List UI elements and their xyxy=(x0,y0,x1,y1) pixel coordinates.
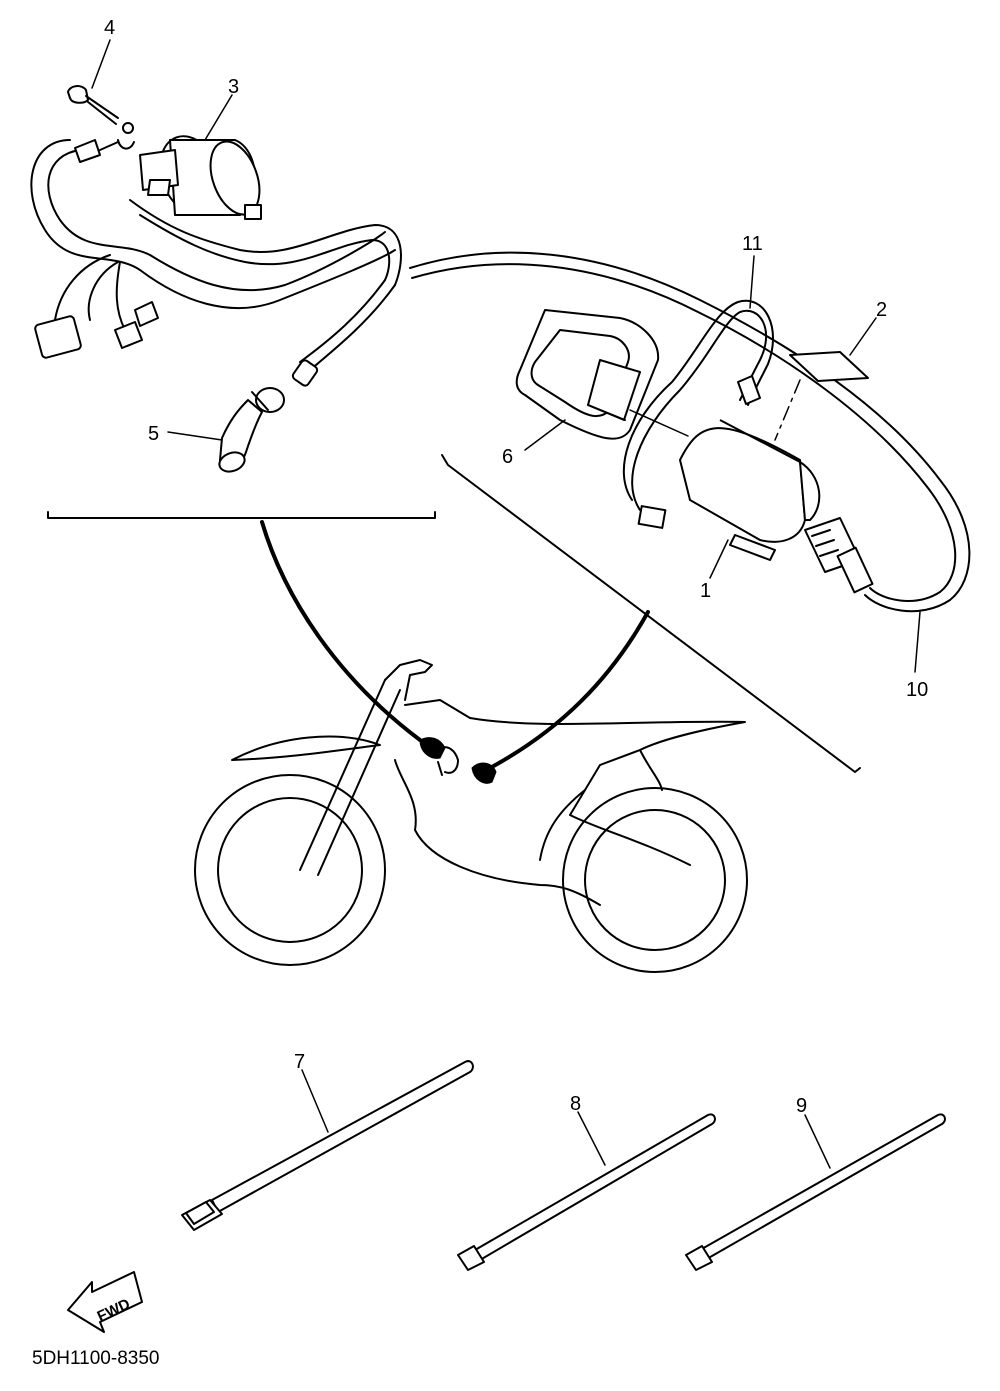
separator-right xyxy=(441,454,861,773)
callout-7: 7 xyxy=(294,1051,305,1073)
ignition-coil-assembly xyxy=(30,85,402,387)
cable-tie-7 xyxy=(181,1060,474,1231)
callout-6: 6 xyxy=(502,446,513,468)
callout-9: 9 xyxy=(796,1095,807,1117)
cdi-unit-assembly xyxy=(409,251,971,613)
callout-8: 8 xyxy=(570,1093,581,1115)
drawing-code: 5DH1100-8350 xyxy=(32,1348,159,1369)
cable-tie-9 xyxy=(685,1113,946,1271)
motorcycle-outline xyxy=(194,659,748,973)
callout-2: 2 xyxy=(876,299,887,321)
cable-tie-8 xyxy=(457,1113,716,1271)
separator-left xyxy=(47,511,436,519)
spark-plug-cap xyxy=(218,387,285,473)
callout-3: 3 xyxy=(228,76,239,98)
lead-line-left xyxy=(260,520,422,742)
lead-line-right xyxy=(488,610,650,770)
leader-lines xyxy=(91,39,921,1169)
callout-11: 11 xyxy=(742,233,763,255)
fwd-arrow-icon: FWD xyxy=(67,1271,143,1333)
callout-5: 5 xyxy=(148,423,159,445)
bolt xyxy=(67,85,135,150)
callout-10: 10 xyxy=(906,679,928,701)
callout-4: 4 xyxy=(104,17,115,39)
callout-1: 1 xyxy=(700,580,711,602)
